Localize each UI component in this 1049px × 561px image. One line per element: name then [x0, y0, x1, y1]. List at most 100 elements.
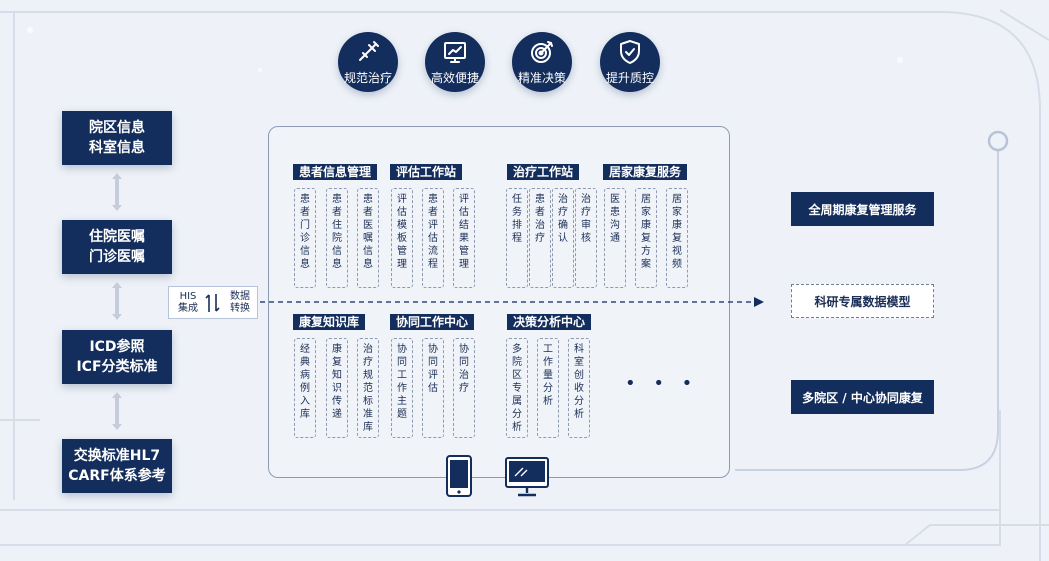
module-cell-char: 康	[641, 220, 651, 231]
updown-arrow-icon	[112, 282, 122, 320]
module-cell-char: 治	[581, 194, 591, 205]
module-cell-char: 信	[363, 246, 373, 257]
module-cell-char: 作	[397, 383, 407, 394]
module-cell-char: 规	[363, 370, 373, 381]
module-cell-char: 者	[363, 207, 373, 218]
module-cell: 多院区专属分析	[506, 338, 528, 438]
module-cell: 患者门诊信息	[294, 188, 316, 288]
module-cell-char: 工	[397, 370, 407, 381]
right-box-lifecycle-service: 全周期康复管理服务	[791, 192, 934, 226]
module-cell-char: 库	[300, 409, 310, 420]
module-cell-char: 作	[543, 357, 553, 368]
module-cell-char: 家	[672, 207, 682, 218]
left-box-line: 交换标准HL7	[73, 448, 161, 464]
chart-board-icon	[444, 42, 466, 63]
module-cell: 协同工作主题	[391, 338, 413, 438]
module-cell-char: 模	[397, 220, 407, 231]
top-icon-treatment: 规范治疗	[338, 32, 398, 92]
module-cell-char: 识	[332, 383, 342, 394]
right-box-research-model: 科研专属数据模型	[791, 284, 934, 318]
module-cell-char: 信	[300, 246, 310, 257]
section-title-assessment: 评估工作站	[390, 164, 463, 180]
circuit-node	[987, 130, 1009, 152]
module-cell-char: 审	[581, 220, 591, 231]
module-cell-char: 题	[397, 409, 407, 420]
module-cell-char: 排	[512, 220, 522, 231]
module-cell: 协同治疗	[453, 338, 475, 438]
module-cell: 患者评估流程	[422, 188, 444, 288]
module-cell-char: 知	[332, 370, 342, 381]
module-cell-char: 频	[672, 259, 682, 270]
module-cell: 患者治疗	[529, 188, 551, 288]
module-cell: 工作量分析	[537, 338, 559, 438]
module-cell-char: 务	[512, 207, 522, 218]
his-label: 转换	[230, 303, 250, 314]
section-title-knowledge: 康复知识库	[293, 314, 366, 330]
module-cell-char: 病	[300, 370, 310, 381]
more-ellipsis: • • •	[625, 373, 699, 394]
module-cell-char: 患	[300, 194, 310, 205]
left-box-line: 门诊医嘱	[89, 249, 145, 265]
module-cell: 治疗确认	[552, 188, 574, 288]
module-cell-char: 标	[363, 396, 373, 407]
module-cell-char: 居	[641, 194, 651, 205]
module-cell-char: 疗	[535, 233, 545, 244]
updown-arrow-icon	[112, 173, 122, 211]
module-cell-char: 估	[459, 207, 469, 218]
module-cell-char: 析	[574, 409, 584, 420]
module-cell-char: 诊	[300, 233, 310, 244]
module-cell-char: 评	[459, 194, 469, 205]
module-cell-char: 任	[512, 194, 522, 205]
module-cell-char: 评	[397, 194, 407, 205]
left-box-line: ICD参照	[89, 339, 145, 355]
module-cell-char: 专	[512, 383, 522, 394]
left-box-hospital-info: 院区信息科室信息	[62, 111, 172, 165]
module-cell-char: 确	[558, 220, 568, 231]
left-box-line: 住院医嘱	[89, 229, 145, 245]
module-cell-char: 室	[574, 357, 584, 368]
module-cell-char: 创	[574, 370, 584, 381]
module-cell-char: 方	[641, 246, 651, 257]
section-title-decision-analysis: 决策分析中心	[507, 314, 592, 330]
module-cell-char: 治	[363, 344, 373, 355]
left-box-orders: 住院医嘱门诊医嘱	[62, 220, 172, 274]
module-cell-char: 结	[459, 220, 469, 231]
module-cell-char: 理	[459, 259, 469, 270]
top-icon-label: 高效便捷	[430, 71, 479, 85]
module-cell-char: 视	[672, 246, 682, 257]
module-cell-char: 范	[363, 383, 373, 394]
module-cell: 协同评估	[422, 338, 444, 438]
module-cell-char: 评	[428, 220, 438, 231]
module-cell-char: 患	[332, 194, 342, 205]
module-cell-char: 复	[332, 357, 342, 368]
module-cell-char: 医	[610, 194, 620, 205]
module-cell-char: 院	[332, 233, 342, 244]
module-cell-char: 者	[300, 207, 310, 218]
module-cell-char: 同	[428, 357, 438, 368]
module-cell-char: 疗	[459, 383, 469, 394]
module-cell-char: 分	[574, 396, 584, 407]
module-cell: 评估模板管理	[391, 188, 413, 288]
module-cell-char: 案	[641, 259, 651, 270]
module-cell-char: 者	[332, 207, 342, 218]
module-cell-char: 析	[543, 396, 553, 407]
module-cell-char: 主	[397, 396, 407, 407]
module-cell: 科室创收分析	[568, 338, 590, 438]
module-cell-char: 息	[332, 259, 342, 270]
module-cell: 治疗审核	[575, 188, 597, 288]
top-icon-quality: 提升质控	[600, 32, 660, 92]
module-cell: 治疗规范标准库	[357, 338, 379, 438]
module-cell-char: 复	[641, 233, 651, 244]
module-cell-char: 患	[535, 194, 545, 205]
module-cell-char: 疗	[581, 207, 591, 218]
module-cell-char: 沟	[610, 220, 620, 231]
top-icon-label: 规范治疗	[343, 71, 392, 85]
top-icon-label: 提升质控	[605, 71, 654, 85]
top-icon-efficiency: 高效便捷	[425, 32, 485, 92]
left-box-line: 科室信息	[89, 140, 145, 156]
top-icon-label: 精准决策	[517, 71, 566, 85]
module-cell-char: 治	[535, 220, 545, 231]
